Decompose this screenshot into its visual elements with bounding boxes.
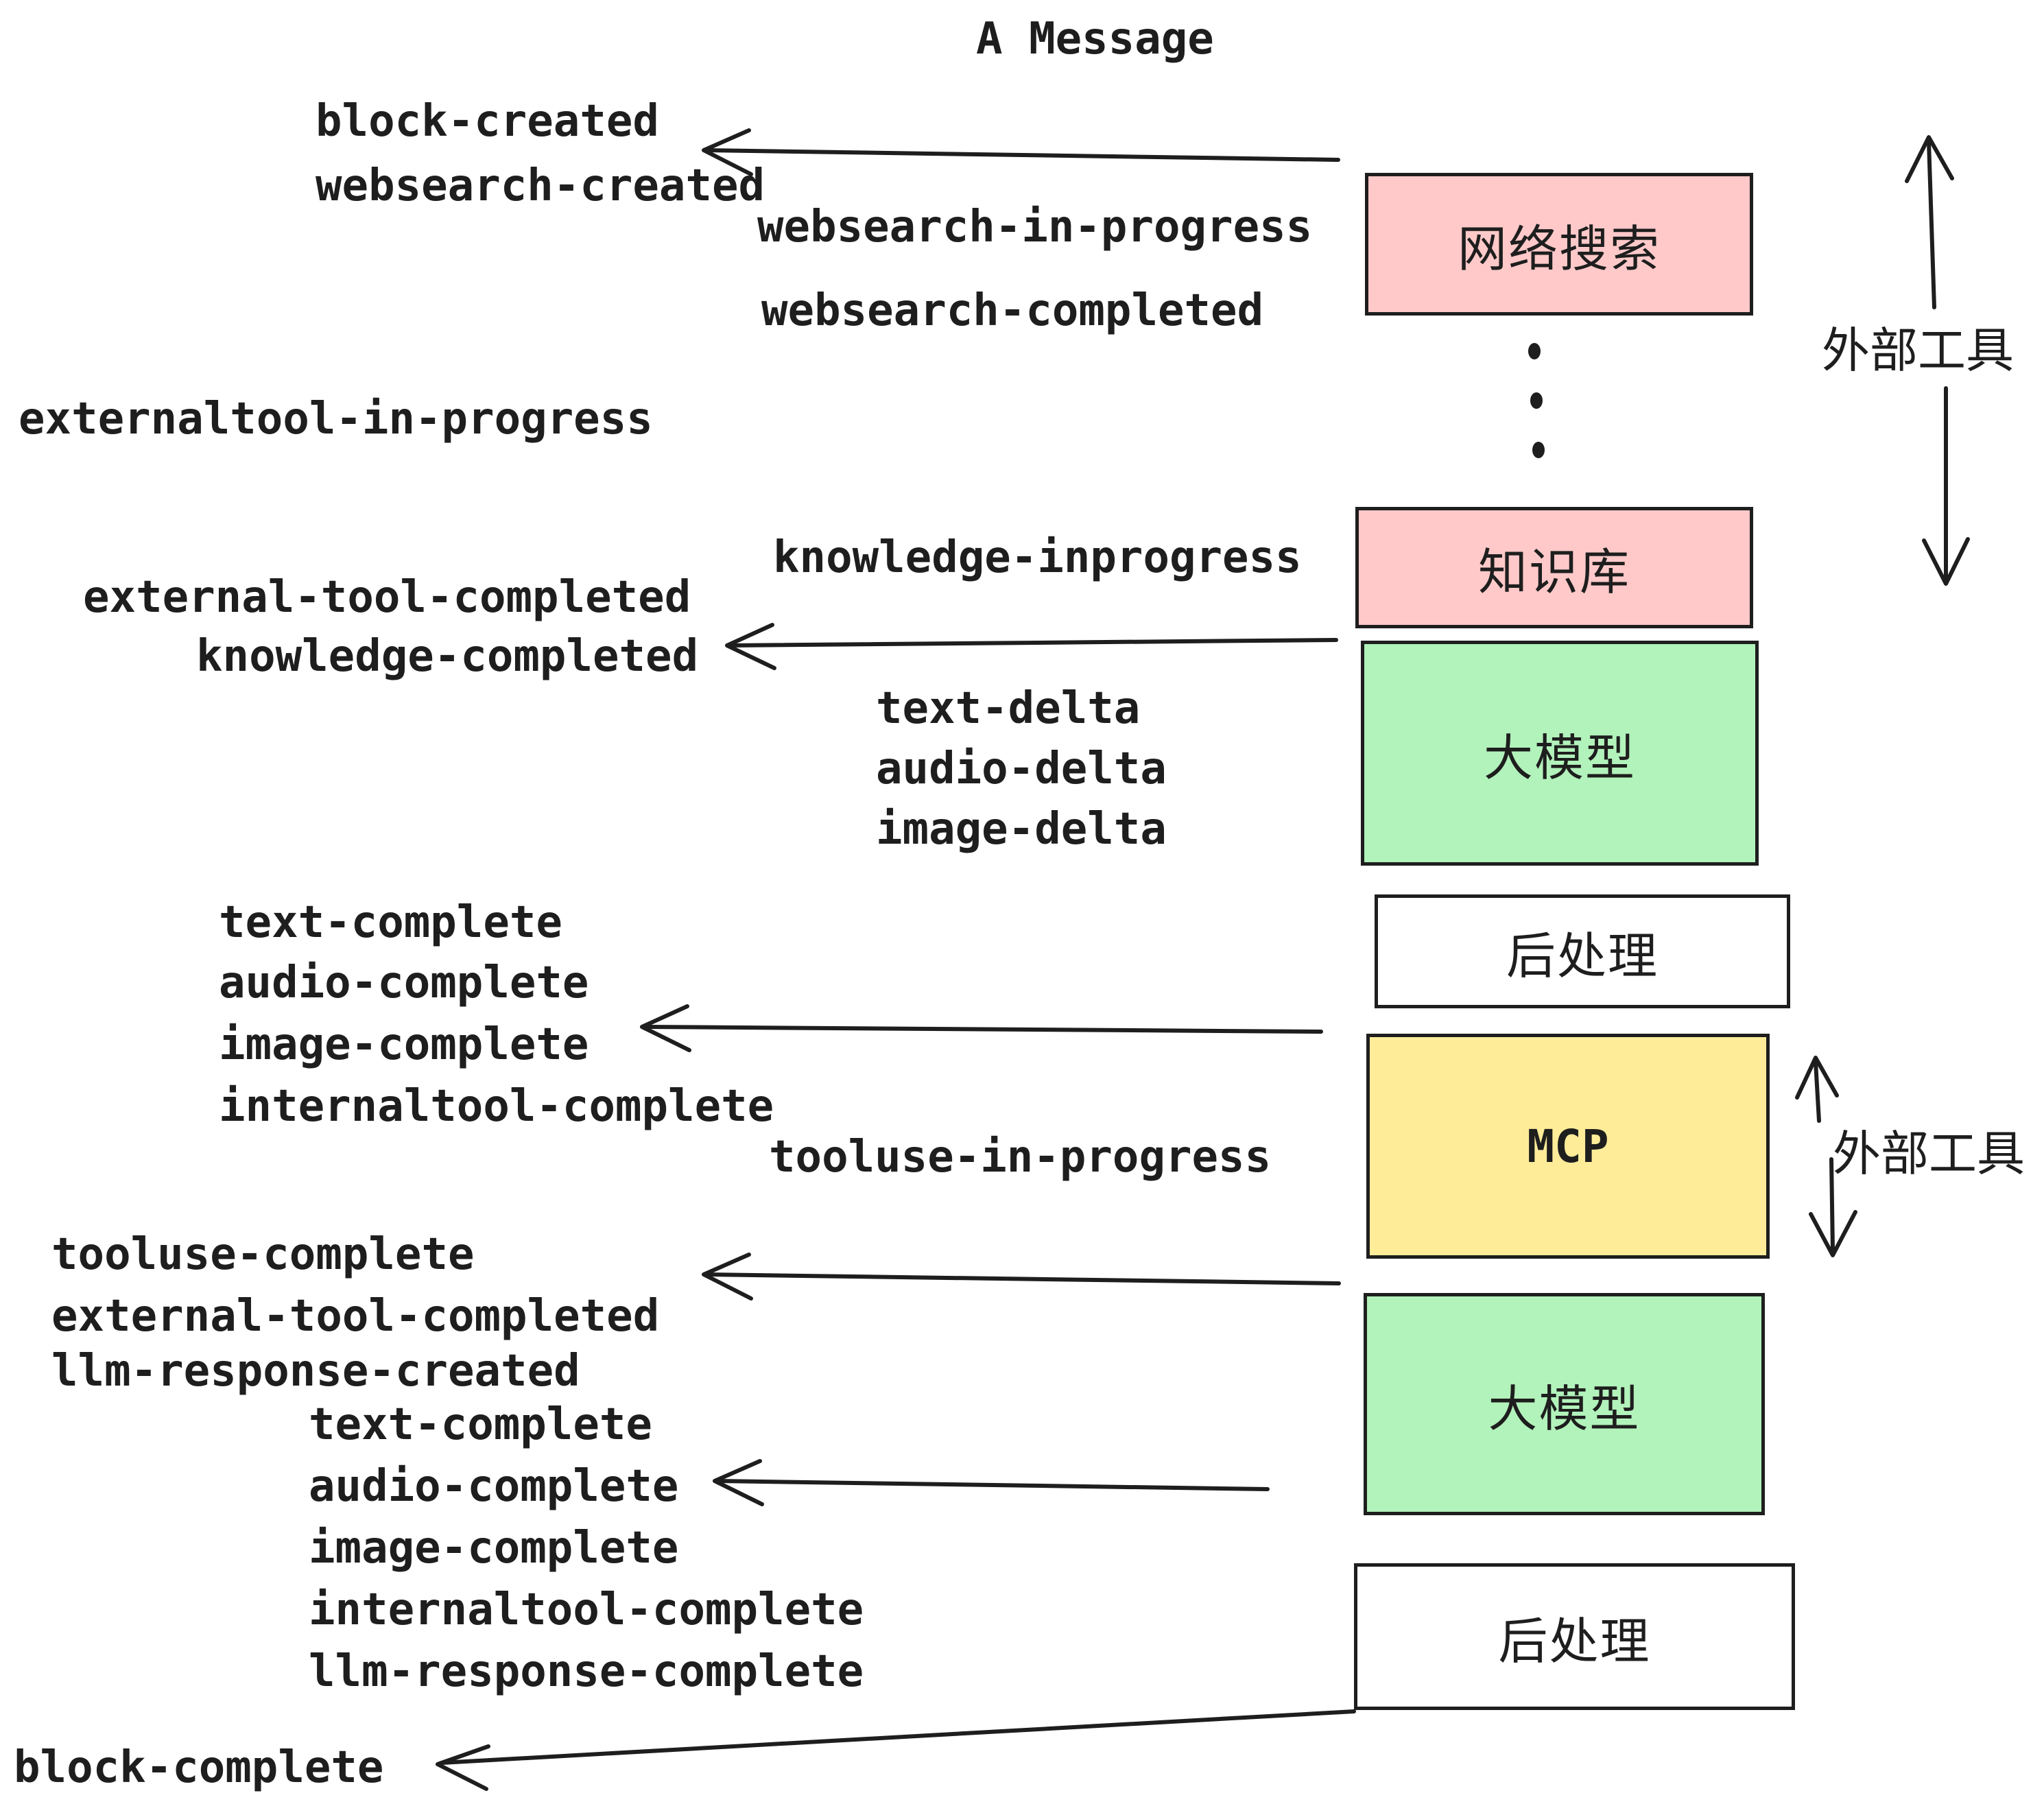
ellipsis-dot [1528,343,1541,359]
arrow-block-complete [436,1709,1356,1791]
event-label-block-complete: block-complete [14,1742,384,1793]
box-postprocess-2: 后处理 [1354,1563,1795,1710]
arrow-knowledge-completed [725,623,1338,670]
event-label-text-complete-1: text-complete [219,897,562,948]
event-label-internaltool-complete-1: internaltool-complete [219,1081,774,1132]
event-label-block-created: block-created [316,96,659,147]
arrow-external-tools-1-up [1905,135,1954,309]
box-websearch-label: 网络搜索 [1457,219,1661,278]
event-label-internaltool-complete-2: internaltool-complete [309,1585,864,1635]
event-label-llm-response-complete: llm-response-complete [309,1646,864,1697]
event-label-text-complete-2: text-complete [309,1399,652,1450]
box-postprocess-1-label: 后处理 [1506,927,1659,985]
box-llm-2: 大模型 [1364,1293,1765,1515]
event-label-websearch-created: websearch-created [316,161,765,211]
box-mcp-label: MCP [1527,1119,1609,1173]
ellipsis-dot [1532,442,1545,458]
box-postprocess-2-label: 后处理 [1498,1612,1651,1670]
annotation-external-tools-2: 外部工具 [1833,1126,2025,1182]
page-title: A Message [976,14,1214,64]
box-postprocess-1: 后处理 [1375,894,1790,1008]
arrow-tooluse-complete [702,1253,1341,1301]
box-llm-1: 大模型 [1361,641,1759,866]
arrow-external-tools-2-up [1795,1056,1839,1123]
event-label-tooluse-complete: tooluse-complete [51,1229,475,1280]
box-knowledge-label: 知识库 [1477,543,1630,601]
event-label-websearch-completed: websearch-completed [761,285,1264,336]
event-label-audio-delta-1: audio-delta [876,744,1167,794]
event-label-websearch-in-progress: websearch-in-progress [757,202,1313,252]
event-label-image-complete-2: image-complete [309,1523,679,1574]
event-label-audio-complete-2: audio-complete [309,1461,679,1512]
event-label-audio-complete-1: audio-complete [219,958,589,1008]
arrow-audio-complete [713,1459,1270,1506]
arrow-internal-complete [640,1004,1323,1052]
event-label-external-tool-completed-2: external-tool-completed [51,1291,660,1342]
box-llm-2-label: 大模型 [1488,1379,1641,1438]
annotation-external-tools-1: 外部工具 [1822,322,2014,379]
event-label-tooluse-in-progress: tooluse-in-progress [769,1132,1272,1183]
ellipsis-dot [1530,392,1543,409]
arrow-websearch-to-created [702,128,1340,176]
box-llm-1-label: 大模型 [1483,728,1636,787]
box-mcp: MCP [1366,1034,1770,1259]
box-websearch: 网络搜索 [1365,173,1753,316]
box-knowledge: 知识库 [1355,507,1753,628]
event-label-externaltool-in-progress: externaltool-in-progress [19,394,653,444]
event-label-image-delta-1: image-delta [876,804,1167,855]
event-label-knowledge-inprogress: knowledge-inprogress [773,532,1302,583]
event-label-text-delta-1: text-delta [876,683,1141,734]
event-label-llm-response-created: llm-response-created [51,1346,580,1397]
event-label-external-tool-completed-1: external-tool-completed [83,572,691,623]
event-label-image-complete-1: image-complete [219,1019,589,1070]
arrow-external-tools-1-down [1922,386,1970,586]
event-label-knowledge-completed: knowledge-completed [196,631,699,682]
